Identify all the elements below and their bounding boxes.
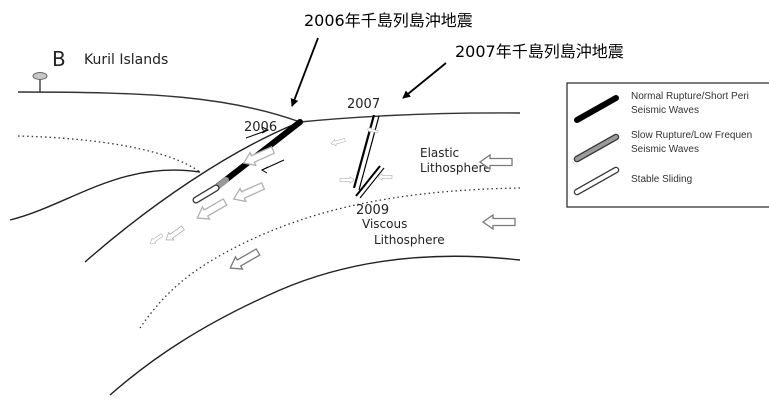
surface-line — [17, 91, 521, 123]
volcano-icon — [32, 72, 48, 92]
slip-arrow-lower-head — [260, 166, 269, 174]
legend-stable: Stable Sliding — [631, 174, 692, 185]
fault-arrow-left-bottom — [339, 176, 355, 184]
fault-2007-a — [352, 114, 376, 189]
elastic-label-2: Lithosphere — [420, 161, 491, 175]
slip-arrow-upper-head — [261, 126, 270, 134]
fault-arrow-right-bottom — [377, 173, 393, 181]
legend: Normal Rupture/Short Peri Seismic Waves … — [566, 82, 769, 208]
viscous-label-1: Viscous — [362, 217, 407, 231]
headline-2006: 2006年千島列島沖地震 — [304, 11, 473, 30]
legend-stable-swatch — [573, 166, 620, 196]
region-label: Kuril Islands — [84, 52, 168, 68]
overriding-plate-boundary — [9, 169, 201, 221]
viscous-motion-arrow — [482, 214, 516, 230]
pointer-2007 — [402, 62, 447, 99]
deep-slab-arrow — [226, 245, 263, 275]
year-2006-label: 2006 — [244, 120, 277, 135]
year-2009-label: 2009 — [356, 203, 389, 218]
viscous-label-2: Lithosphere — [374, 233, 445, 247]
fault-2009-b — [359, 167, 385, 199]
stable-segment-fill — [193, 185, 219, 203]
slab-arrow-5 — [148, 232, 165, 247]
legend-slow-line2: Seismic Waves — [631, 144, 699, 155]
legend-slow-line1: Slow Rupture/Low Frequen — [631, 130, 752, 141]
overriding-base-dotted — [17, 135, 201, 173]
slab-arrow-2 — [230, 178, 267, 207]
lithosphere-base — [109, 255, 521, 396]
legend-normal-line2: Seismic Waves — [631, 105, 699, 116]
legend-normal-line1: Normal Rupture/Short Peri — [631, 91, 749, 102]
headline-2007: 2007年千島列島沖地震 — [455, 42, 624, 61]
pointer-2006 — [290, 37, 319, 107]
fault-arrow-left-top — [329, 136, 347, 148]
elastic-label-1: Elastic — [420, 146, 459, 160]
fault-2007-b — [358, 115, 380, 191]
slab-top — [84, 121, 301, 263]
elastic-viscous-boundary — [139, 187, 521, 329]
panel-letter: B — [52, 47, 66, 71]
year-2007-label: 2007 — [347, 97, 380, 112]
fault-2009-a — [355, 165, 381, 197]
legend-slow-swatch — [573, 133, 620, 163]
slab-arrow-4 — [162, 223, 187, 245]
legend-normal-swatch — [574, 95, 619, 123]
